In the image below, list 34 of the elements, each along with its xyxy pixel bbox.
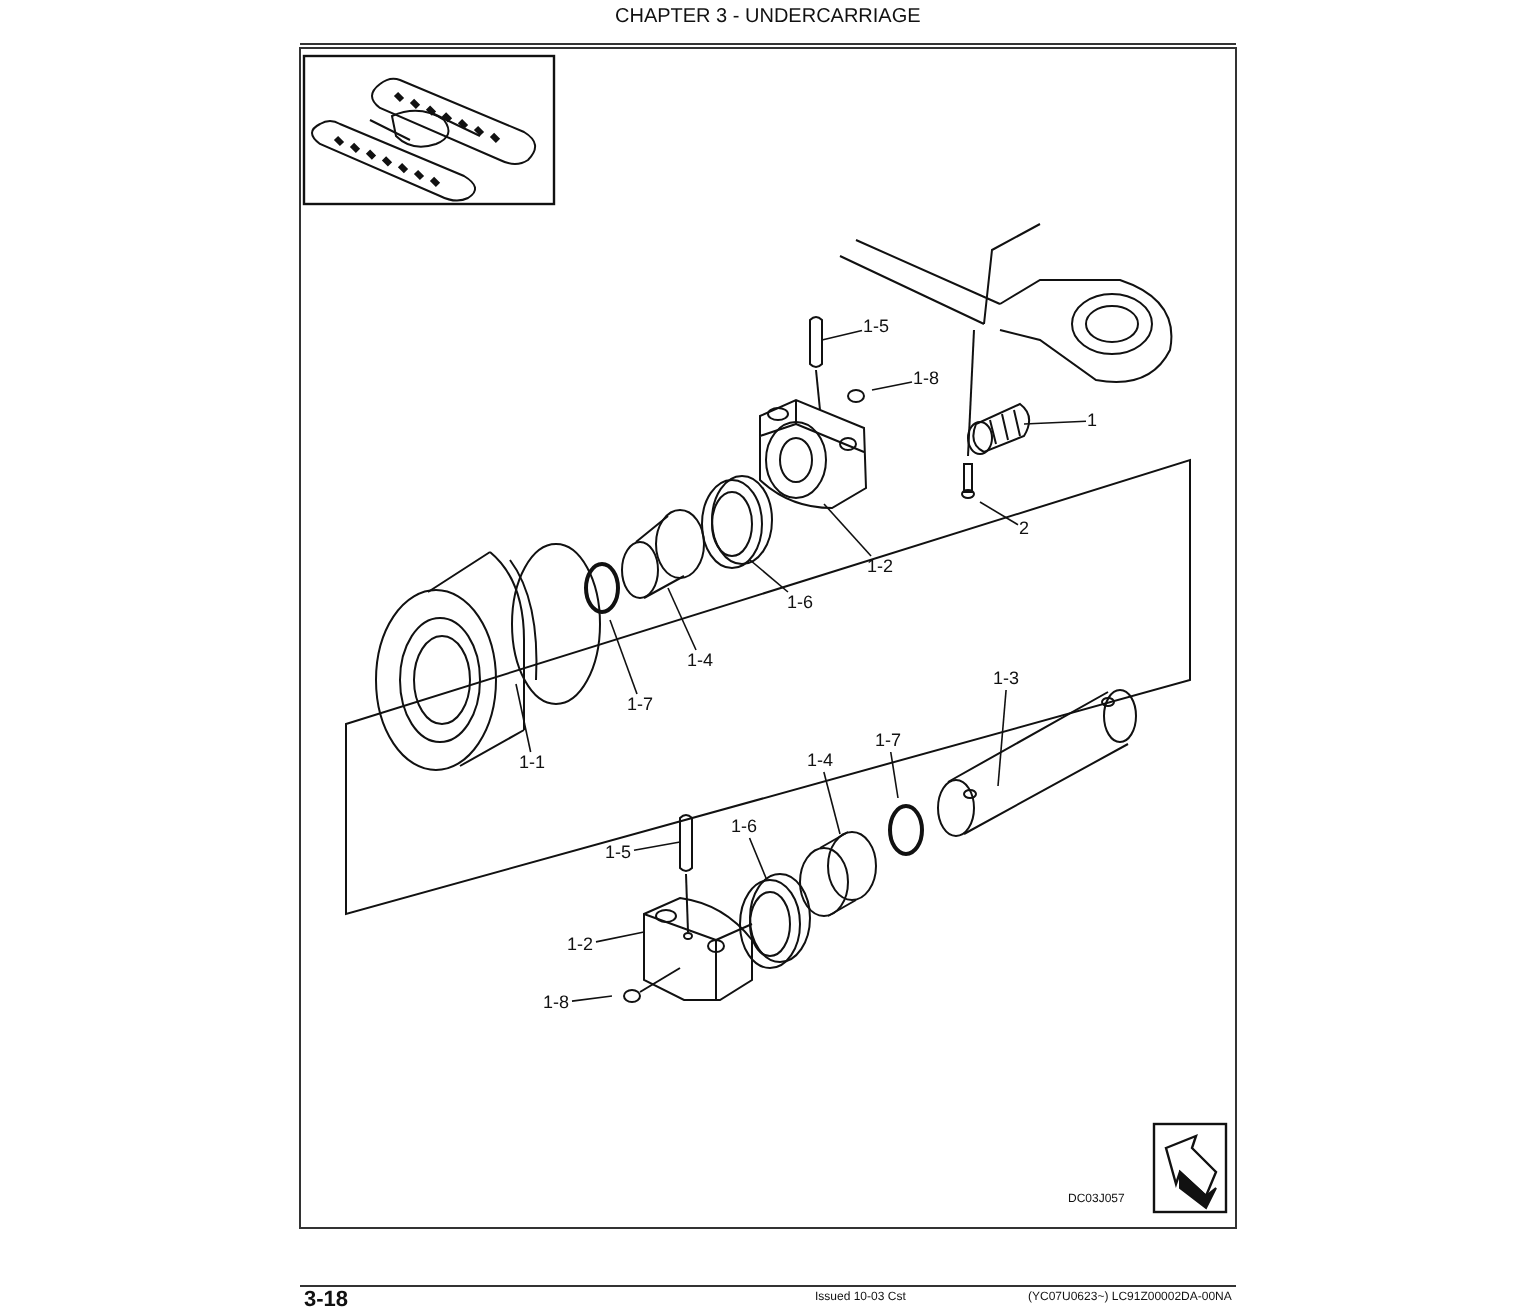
callout-number: 1-3: [993, 669, 1020, 687]
leader-line: [823, 503, 872, 557]
callout-number: 1-5: [863, 317, 890, 335]
leader-line: [997, 689, 1007, 787]
leader-line: [748, 837, 767, 879]
page-number: 3-18: [304, 1289, 349, 1311]
leader-line: [609, 619, 638, 695]
leader-line: [979, 501, 1019, 526]
callout-number: 1-7: [627, 695, 654, 713]
chapter-heading: CHAPTER 3 - UNDERCARRIAGE: [615, 8, 921, 28]
callout-number: 1-5: [605, 843, 632, 861]
callout-number: 1-2: [567, 935, 594, 953]
leader-line: [871, 381, 913, 391]
leader-line: [749, 559, 789, 593]
leader-line: [667, 587, 697, 651]
callout-number: 1-2: [867, 557, 894, 575]
callout-number: 1-6: [731, 817, 758, 835]
leader-line: [823, 771, 841, 835]
callout-number: 2: [1019, 519, 1030, 537]
callout-number: 1: [1087, 411, 1098, 429]
callout-number: 1-8: [543, 993, 570, 1011]
callout-number: 1-4: [807, 751, 834, 769]
callout-number: 1-4: [687, 651, 714, 669]
leader-line: [595, 931, 645, 943]
callout-number: 1-6: [787, 593, 814, 611]
leader-line: [571, 995, 613, 1002]
leader-line: [821, 329, 863, 341]
callout-number: 1-1: [519, 753, 546, 771]
leader-line: [889, 751, 899, 799]
leader-line: [633, 841, 681, 852]
leader-line: [515, 683, 532, 753]
leader-line: [1023, 420, 1087, 425]
callout-number: 1-7: [875, 731, 902, 749]
callout-number: 1-8: [913, 369, 940, 387]
